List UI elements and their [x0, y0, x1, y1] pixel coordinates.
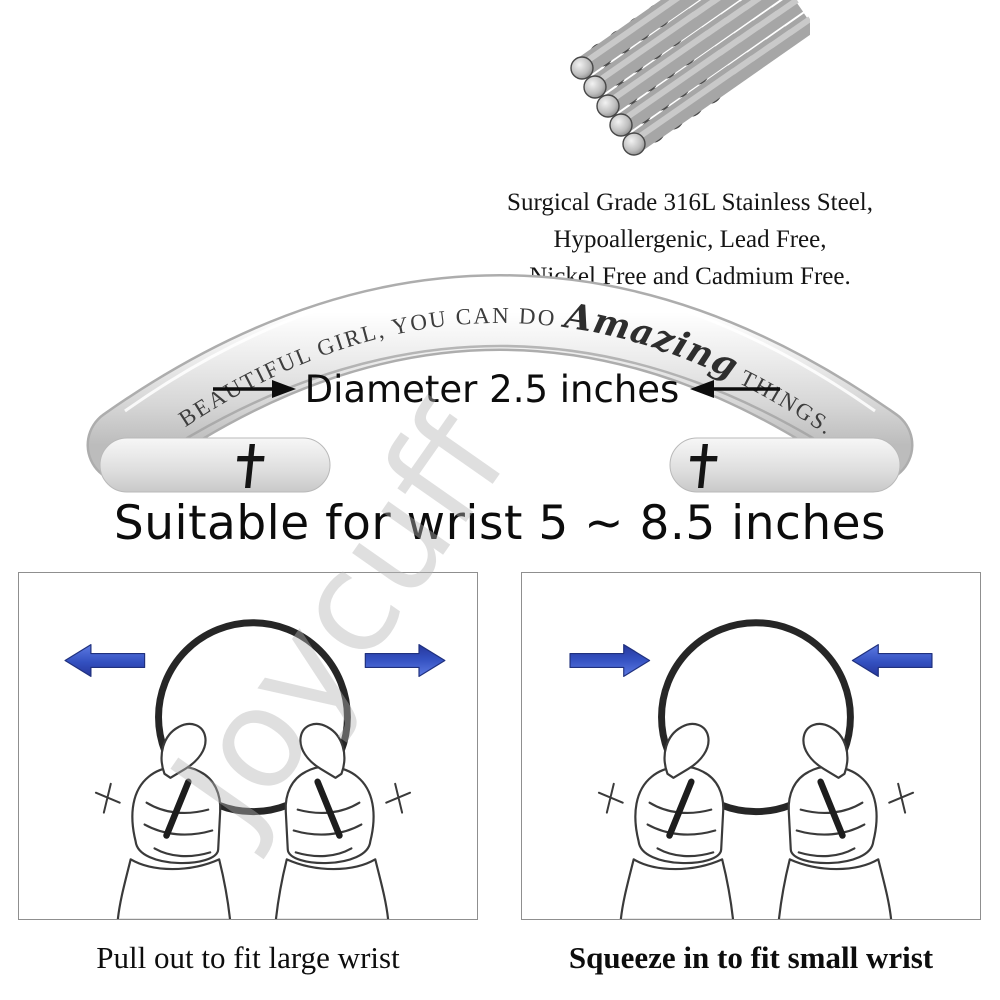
- panel-large-wrist: [18, 572, 478, 920]
- material-description: Surgical Grade 316L Stainless Steel, Hyp…: [470, 184, 910, 295]
- panel-caption: Pull out to fit large wrist: [96, 940, 400, 975]
- cuff-end-left: [99, 437, 331, 493]
- material-line: Hypoallergenic, Lead Free,: [553, 226, 827, 253]
- arrow-left-icon: [64, 643, 146, 677]
- arrow-right-icon: [272, 380, 296, 398]
- steel-rods-photo: [550, 0, 810, 195]
- arrow-right-icon: [364, 643, 446, 677]
- steel-rods-bundle: [571, 0, 810, 155]
- fit-headline: Suitable for wrist 5 ~ 8.5 inches: [113, 496, 887, 551]
- squeeze-in-illustration: [569, 573, 933, 919]
- diameter-arrows: [213, 380, 780, 398]
- panel-small-wrist: [521, 572, 981, 920]
- pull-out-illustration: [64, 573, 446, 919]
- cuff-band: [89, 276, 911, 481]
- cuff-end-right: [669, 437, 901, 493]
- diameter-label: Diameter 2.5 inches: [305, 368, 680, 411]
- panel-caption: Squeeze in to fit small wrist: [568, 940, 934, 975]
- cuff-bracelet-photo: BEAUTIFUL GIRL, YOU CAN DO Amazing THING…: [86, 274, 914, 493]
- arrow-left-icon: [690, 380, 714, 398]
- arrow-right-icon: [569, 643, 651, 677]
- material-line: Surgical Grade 316L Stainless Steel,: [507, 189, 873, 216]
- arrow-left-icon: [851, 643, 933, 677]
